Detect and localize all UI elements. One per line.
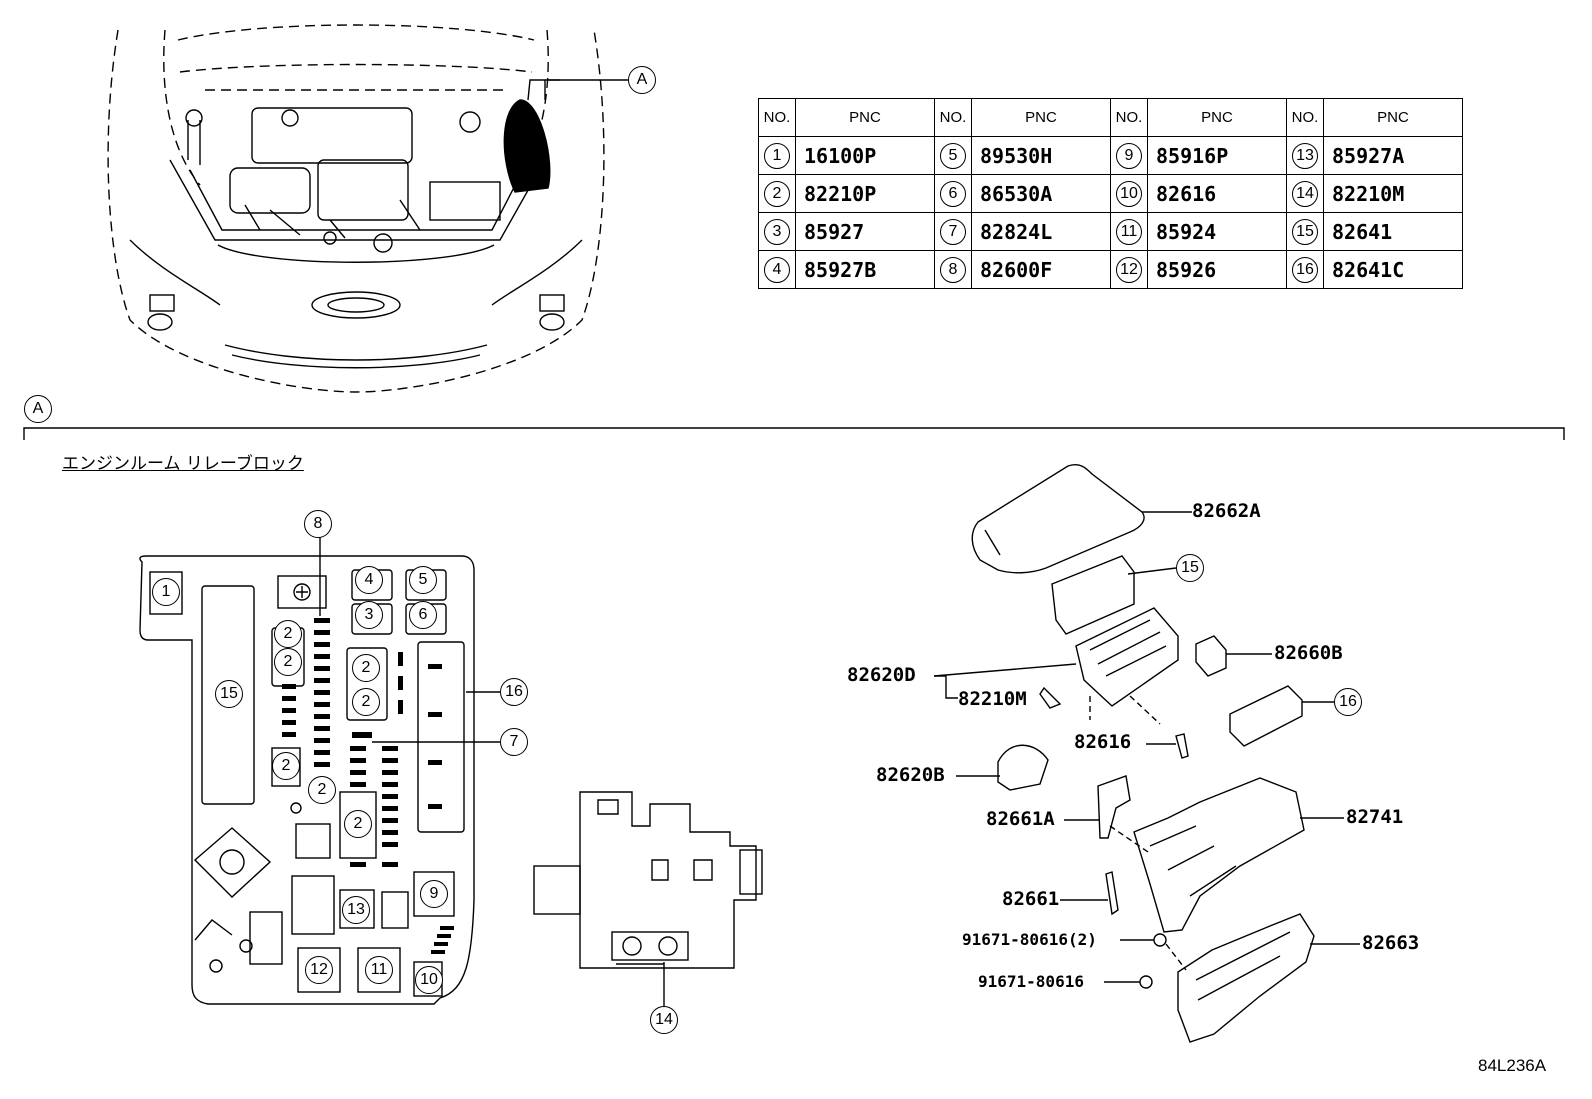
label-82620d: 82620D — [847, 664, 916, 686]
pnc-code: 16100P — [795, 136, 935, 175]
item-number: 5 — [934, 136, 972, 175]
section-separator — [23, 427, 1565, 440]
item-number: 1 — [758, 136, 796, 175]
item-number: 2 — [758, 174, 796, 213]
callout-16-exploded: 16 — [1334, 688, 1362, 716]
item-number: 15 — [1286, 212, 1324, 251]
callout-15: 15 — [215, 680, 243, 708]
vehicle-front-view — [107, 24, 628, 393]
relay-block-leaders — [319, 534, 500, 743]
callout-7: 7 — [500, 728, 528, 756]
header-pnc: PNC — [971, 98, 1111, 137]
callout-14: 14 — [650, 1006, 678, 1034]
pnc-code: 82616 — [1147, 174, 1287, 213]
table-row: 3 85927 7 82824L 11 85924 15 82641 — [758, 212, 1463, 251]
pnc-code: 85927B — [795, 250, 935, 289]
pnc-code: 82210M — [1323, 174, 1463, 213]
callout-2: 2 — [344, 810, 372, 838]
callout-10: 10 — [415, 966, 443, 994]
label-82662a: 82662A — [1192, 500, 1261, 522]
pnc-code: 82210P — [795, 174, 935, 213]
table-row: 1 16100P 5 89530H 9 85916P 13 85927A — [758, 136, 1463, 175]
label-82661: 82661 — [1002, 888, 1060, 910]
header-no: NO. — [1286, 98, 1324, 137]
label-91671-80616: 91671-80616 — [978, 972, 1084, 991]
item-number: 12 — [1110, 250, 1148, 289]
callout-15-exploded: 15 — [1176, 554, 1204, 582]
header-no: NO. — [1110, 98, 1148, 137]
label-82660b: 82660B — [1274, 642, 1343, 664]
header-pnc: PNC — [1323, 98, 1463, 137]
callout-6: 6 — [409, 601, 437, 629]
item-number: 8 — [934, 250, 972, 289]
callout-3: 3 — [355, 601, 383, 629]
header-no: NO. — [758, 98, 796, 137]
callout-12: 12 — [305, 956, 333, 984]
pnc-table-header: NO. PNC NO. PNC NO. PNC NO. PNC — [758, 98, 1463, 137]
pnc-code: 89530H — [971, 136, 1111, 175]
header-no: NO. — [934, 98, 972, 137]
header-pnc: PNC — [1147, 98, 1287, 137]
item-number: 11 — [1110, 212, 1148, 251]
item-number: 9 — [1110, 136, 1148, 175]
relay-block-layout — [139, 555, 475, 1005]
callout-2: 2 — [274, 648, 302, 676]
pnc-code: 82641C — [1323, 250, 1463, 289]
label-82210m: 82210M — [958, 688, 1027, 710]
callout-2: 2 — [272, 752, 300, 780]
callout-a-section: A — [24, 395, 52, 423]
table-row: 4 85927B 8 82600F 12 85926 16 82641C — [758, 250, 1463, 289]
exploded-view — [933, 464, 1360, 1043]
pnc-code: 85924 — [1147, 212, 1287, 251]
relay-block-fuse-slots — [282, 618, 454, 954]
callout-2: 2 — [352, 654, 380, 682]
item-number: 4 — [758, 250, 796, 289]
callout-5: 5 — [409, 566, 437, 594]
item-number: 14 — [1286, 174, 1324, 213]
callout-a-top: A — [628, 66, 656, 94]
relay-block-side-view — [533, 791, 763, 1008]
item-number: 7 — [934, 212, 972, 251]
label-91671-80616-2: 91671-80616(2) — [962, 930, 1097, 949]
pnc-code: 85927 — [795, 212, 935, 251]
callout-2: 2 — [308, 776, 336, 804]
label-82616: 82616 — [1074, 731, 1132, 753]
pnc-code: 82600F — [971, 250, 1111, 289]
pnc-code: 86530A — [971, 174, 1111, 213]
item-number: 3 — [758, 212, 796, 251]
callout-2: 2 — [274, 620, 302, 648]
callout-2: 2 — [352, 688, 380, 716]
pnc-code: 82824L — [971, 212, 1111, 251]
callout-16: 16 — [500, 678, 528, 706]
pnc-code: 85926 — [1147, 250, 1287, 289]
callout-9: 9 — [420, 880, 448, 908]
header-pnc: PNC — [795, 98, 935, 137]
label-82661a: 82661A — [986, 808, 1055, 830]
item-number: 6 — [934, 174, 972, 213]
section-title: エンジンルーム リレーブロック — [62, 454, 304, 474]
pnc-code: 85916P — [1147, 136, 1287, 175]
pnc-code: 82641 — [1323, 212, 1463, 251]
figure-id: 84L236A — [1478, 1056, 1547, 1075]
pnc-code: 85927A — [1323, 136, 1463, 175]
item-number: 10 — [1110, 174, 1148, 213]
label-82741: 82741 — [1346, 806, 1404, 828]
item-number: 16 — [1286, 250, 1324, 289]
label-82663: 82663 — [1362, 932, 1420, 954]
callout-11: 11 — [365, 956, 393, 984]
callout-4: 4 — [355, 566, 383, 594]
table-row: 2 82210P 6 86530A 10 82616 14 82210M — [758, 174, 1463, 213]
callout-1: 1 — [152, 578, 180, 606]
callout-8: 8 — [304, 510, 332, 538]
label-82620b: 82620B — [876, 764, 945, 786]
callout-13: 13 — [342, 896, 370, 924]
item-number: 13 — [1286, 136, 1324, 175]
pnc-table: NO. PNC NO. PNC NO. PNC NO. PNC 1 16100P… — [758, 98, 1463, 289]
